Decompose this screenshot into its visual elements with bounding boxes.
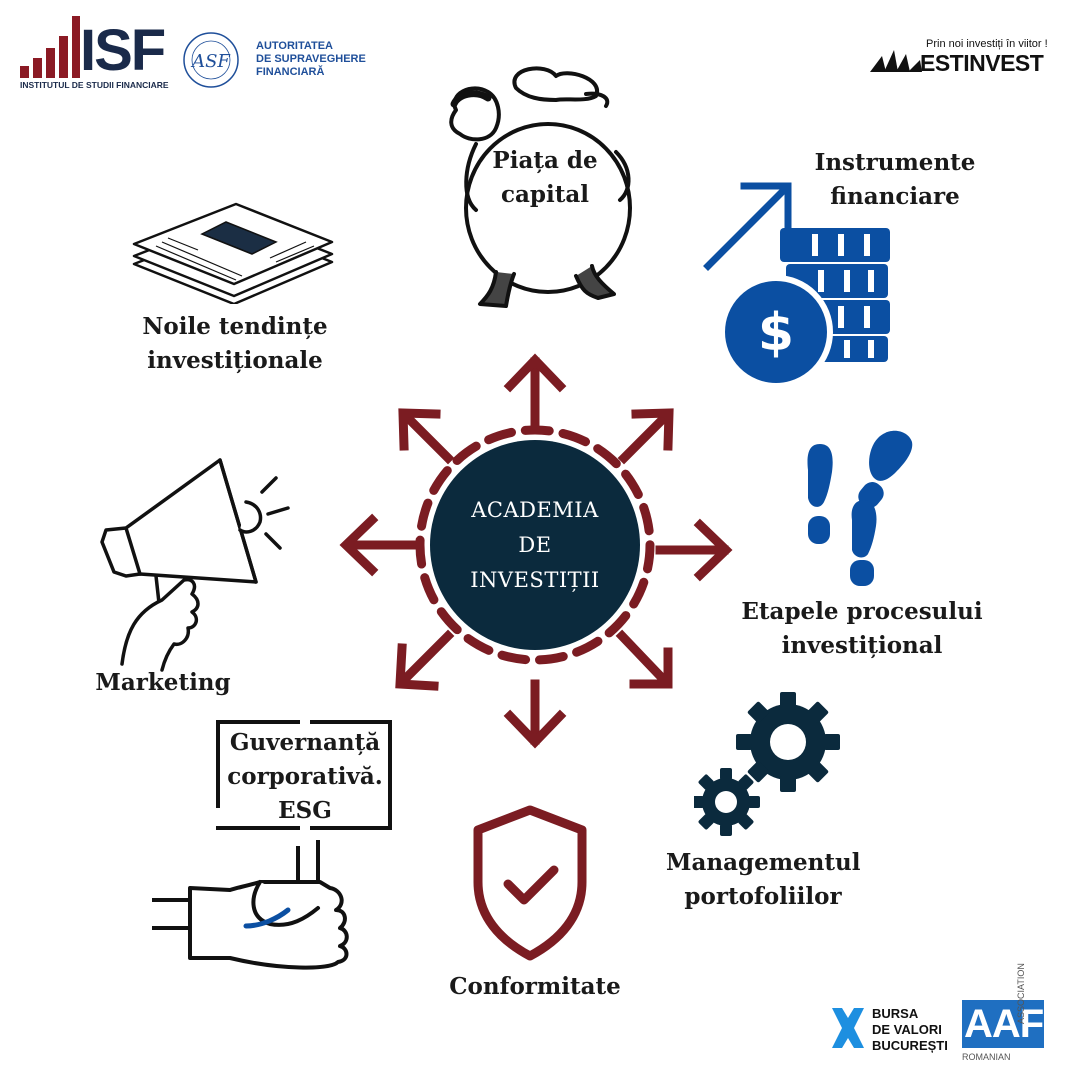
estinvest-logo: Prin noi investiți în viitor ! ESTINVEST — [866, 38, 1056, 78]
topic-marketing: Marketing — [90, 666, 236, 700]
topic-conformitate: Conformitate — [440, 970, 630, 1004]
center-title: ACADEMIA DE INVESTIȚII — [430, 440, 640, 650]
arrow-down-icon — [503, 679, 567, 749]
newspaper-icon — [132, 202, 334, 304]
arrow-right-icon — [655, 518, 733, 582]
shield-check-icon — [473, 805, 587, 961]
arrow-left-icon — [339, 513, 417, 577]
arrow-up-coins-dollar-icon: $ — [703, 182, 890, 388]
topic-guvernanta-line2: corporativă. — [227, 763, 383, 790]
topic-instrumente-line1: Instrumente — [814, 149, 976, 176]
protest-sign-hand-icon — [152, 720, 392, 970]
center-circle — [430, 440, 640, 650]
bvb-line2: DE VALORI — [872, 1022, 942, 1037]
topic-conformitate-line1: Conformitate — [449, 973, 621, 1000]
aaf-logo: AAF ASSOCIATION ROMANIAN — [960, 963, 1060, 1074]
topic-managementul-line2: portofoliilor — [684, 883, 842, 910]
center-line2: DE — [518, 532, 552, 557]
topic-instrumente-line2: financiare — [830, 183, 960, 210]
aaf-side2: ROMANIAN — [962, 1052, 1011, 1062]
topic-marketing-line1: Marketing — [95, 669, 231, 696]
topic-managementul-line1: Managementul — [666, 849, 861, 876]
arrow-down-left-icon — [395, 629, 455, 691]
bvb-line3: BUCUREȘTI — [872, 1038, 948, 1053]
arrow-up-icon — [503, 353, 567, 435]
aaf-mark: AAF — [964, 1002, 1044, 1046]
topic-guvernanta: Guvernanță corporativă. ESG — [220, 726, 390, 828]
arrow-up-right-icon — [617, 408, 674, 465]
estinvest-tagline: Prin noi investiți în viitor ! — [926, 38, 1048, 50]
topic-guvernanta-line3: ESG — [278, 797, 332, 824]
arrow-up-left-icon — [398, 408, 455, 465]
topic-noile-tendinte: Noile tendințe investiționale — [120, 310, 350, 378]
bvb-logo: BURSA DE VALORI BUCUREȘTI — [830, 1004, 960, 1056]
topic-piata-line1: Piața de — [492, 147, 598, 174]
gears-icon — [694, 692, 840, 836]
isf-bars-icon — [20, 16, 80, 78]
isf-mark: ISF — [80, 18, 166, 83]
footprints-icon — [807, 430, 913, 586]
center-line3: INVESTIȚII — [470, 567, 600, 592]
isf-subtitle: INSTITUTUL DE STUDII FINANCIARE — [20, 80, 169, 90]
topic-piata-line2: capital — [501, 181, 589, 208]
aaf-box — [962, 1000, 1044, 1048]
topic-noile-line2: investiționale — [147, 347, 323, 374]
megaphone-icon — [100, 458, 290, 672]
estinvest-name: ESTINVEST — [920, 50, 1044, 76]
moneybag-man-icon — [449, 66, 632, 308]
center-line1: ACADEMIA — [471, 497, 599, 522]
svg-text:$: $ — [758, 303, 794, 363]
topic-etapele-procesului: Etapele procesului investițional — [740, 595, 984, 663]
radial-arrows — [339, 353, 733, 749]
bvb-mark-icon — [832, 1008, 864, 1048]
topic-etapele-line2: investițional — [781, 632, 943, 659]
asf-line1: AUTORITATEA — [256, 40, 333, 52]
topic-piata-de-capital: Piața de capital — [480, 144, 610, 212]
topic-noile-line1: Noile tendințe — [142, 313, 328, 340]
topic-etapele-line1: Etapele procesului — [741, 598, 983, 625]
asf-line2: DE SUPRAVEGHERE — [256, 53, 366, 65]
asf-line3: FINANCIARĂ — [256, 66, 325, 78]
isf-logo: ISF INSTITUTUL DE STUDII FINANCIARE — [18, 14, 169, 90]
svg-text:ASF: ASF — [190, 51, 231, 72]
asf-seal-icon: ASF — [183, 32, 239, 88]
arrow-down-right-icon — [615, 629, 673, 689]
bvb-line1: BURSA — [872, 1006, 919, 1021]
topic-instrumente-financiare: Instrumente financiare — [800, 146, 990, 214]
asf-logo: ASF AUTORITATEA DE SUPRAVEGHERE FINANCIA… — [178, 30, 368, 90]
estinvest-sun-icon — [870, 50, 922, 72]
topic-managementul: Managementul portofoliilor — [666, 846, 860, 914]
topic-guvernanta-line1: Guvernanță — [229, 729, 381, 756]
